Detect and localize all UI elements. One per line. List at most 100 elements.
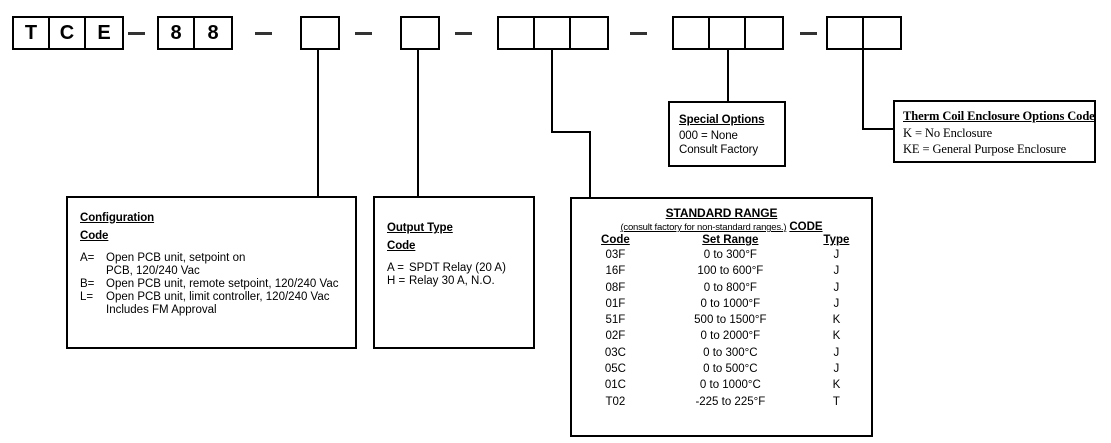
model-cell[interactable]: 8 (207, 22, 219, 44)
output-type-option: A = SPDT Relay (20 A) (387, 262, 533, 274)
table-row: 16F 100 to 600°F J (572, 263, 871, 279)
cell-code: T02 (605, 395, 626, 408)
model-cell[interactable] (746, 18, 782, 48)
configuration-option-desc: Open PCB unit, remote setpoint, 120/240 … (106, 278, 339, 290)
special-options-line1: 000 = None (679, 130, 738, 142)
output-type-option-code: A = (387, 262, 404, 274)
leader-line-standard-range (551, 50, 553, 133)
table-row: 01F 0 to 1000°F J (572, 296, 871, 312)
model-cell[interactable]: C (50, 18, 86, 48)
configuration-option-desc2: PCB, 120/240 Vac (106, 265, 200, 277)
cell-range: 0 to 500°C (703, 363, 758, 376)
model-cell[interactable] (710, 18, 746, 48)
cell-range: 0 to 1000°C (699, 379, 761, 392)
model-group-prefix[interactable]: T C E (12, 16, 124, 50)
output-type-option-desc: SPDT Relay (20 A) (409, 262, 506, 274)
separator-dash (355, 32, 372, 35)
output-type-subtitle: Code (387, 240, 416, 252)
configuration-info-box: Configuration Code A= Open PCB unit, set… (66, 196, 357, 349)
cell-code: 16F (605, 265, 626, 278)
leader-line-configuration (317, 50, 319, 197)
cell-code: 01C (604, 379, 626, 392)
separator-dash (800, 32, 817, 35)
model-cell[interactable] (402, 18, 438, 48)
model-cell[interactable] (302, 18, 338, 48)
leader-line-special-options (727, 50, 729, 102)
output-type-title: Output Type (387, 222, 453, 234)
model-group-therm-coil[interactable] (826, 16, 902, 50)
therm-coil-line1: K = No Enclosure (903, 126, 993, 140)
leader-line-standard-range-drop (589, 131, 591, 198)
cell-code: 03F (605, 249, 626, 261)
separator-dash (630, 32, 647, 35)
leader-line-output-type (417, 50, 419, 197)
column-header-set-range: Set Range (702, 234, 759, 246)
model-group-standard-range[interactable] (497, 16, 609, 50)
cell-type: J (833, 363, 840, 376)
leader-line-therm-coil (862, 50, 864, 130)
configuration-option-desc: Open PCB unit, limit controller, 120/240… (106, 291, 330, 303)
cell-range: 0 to 300°F (703, 249, 757, 261)
configuration-option-cont: PCB, 120/240 Vac (80, 265, 355, 277)
output-type-option: H = Relay 30 A, N.O. (387, 275, 533, 287)
cell-code: 05C (604, 363, 626, 376)
special-options-title: Special Options (679, 114, 765, 126)
model-cell[interactable] (571, 18, 607, 48)
standard-range-title: STANDARD RANGE (665, 206, 778, 220)
model-group-output-type[interactable] (400, 16, 440, 50)
separator-dash (255, 32, 272, 35)
output-type-option-code: H = (387, 275, 406, 287)
model-cell[interactable] (864, 18, 900, 48)
standard-range-code-header: CODE (789, 221, 823, 233)
cell-code: 01F (605, 297, 626, 310)
model-cell[interactable] (499, 18, 535, 48)
configuration-option: L= Open PCB unit, limit controller, 120/… (80, 291, 355, 303)
separator-dash (128, 32, 145, 35)
therm-coil-enclosure-info-box: Therm Coil Enclosure Options Code K = No… (893, 100, 1096, 163)
standard-range-table: Code Set Range Type 03F 0 to 300°F J 16F… (572, 234, 871, 410)
model-group-special-options[interactable] (672, 16, 784, 50)
table-row: 01C 0 to 1000°C K (572, 377, 871, 393)
leader-line-standard-range-jog (551, 131, 591, 133)
model-cell[interactable]: 8 (159, 18, 195, 48)
table-row: 03F 0 to 300°F J (572, 247, 871, 263)
cell-type: K (832, 314, 841, 327)
column-header-code: Code (601, 234, 630, 246)
model-group-configuration[interactable] (300, 16, 340, 50)
cell-range: 500 to 1500°F (694, 314, 767, 327)
standard-range-subtitle: (consult factory for non-standard ranges… (620, 222, 787, 233)
configuration-title: Configuration (80, 212, 155, 224)
cell-range: 0 to 2000°F (700, 330, 761, 343)
spacer (80, 304, 106, 316)
therm-coil-title: Therm Coil Enclosure Options Code (903, 109, 1095, 123)
model-cell[interactable] (674, 18, 710, 48)
configuration-option-code: A= (80, 252, 95, 264)
table-header-row: Code Set Range Type (572, 234, 871, 247)
output-type-option-desc: Relay 30 A, N.O. (409, 275, 495, 287)
table-row: 05C 0 to 500°C J (572, 361, 871, 377)
cell-code: 08F (605, 281, 626, 294)
column-header-type: Type (823, 234, 850, 246)
standard-range-info-box: STANDARD RANGE (consult factory for non-… (570, 197, 873, 437)
table-row: 08F 0 to 800°F J (572, 280, 871, 296)
configuration-option: B= Open PCB unit, remote setpoint, 120/2… (80, 278, 355, 290)
spacer (80, 265, 106, 277)
cell-range: 0 to 1000°F (700, 297, 761, 310)
cell-range: 100 to 600°F (697, 265, 764, 278)
model-cell[interactable] (828, 18, 864, 48)
configuration-option: A= Open PCB unit, setpoint on (80, 252, 355, 264)
model-cell[interactable] (535, 18, 571, 48)
cell-range: -225 to 225°F (695, 395, 766, 408)
therm-coil-line2: KE = General Purpose Enclosure (903, 142, 1067, 156)
table-row: 02F 0 to 2000°F K (572, 328, 871, 344)
cell-type: J (833, 297, 840, 310)
model-cell[interactable]: E (97, 22, 111, 44)
cell-type: J (833, 249, 840, 261)
cell-type: J (833, 346, 840, 359)
separator-dash (455, 32, 472, 35)
model-cell[interactable]: T (14, 18, 50, 48)
cell-type: K (832, 330, 841, 343)
configuration-option-desc: Open PCB unit, setpoint on (106, 252, 246, 264)
model-group-series[interactable]: 8 8 (157, 16, 233, 50)
cell-code: 03C (604, 346, 626, 359)
